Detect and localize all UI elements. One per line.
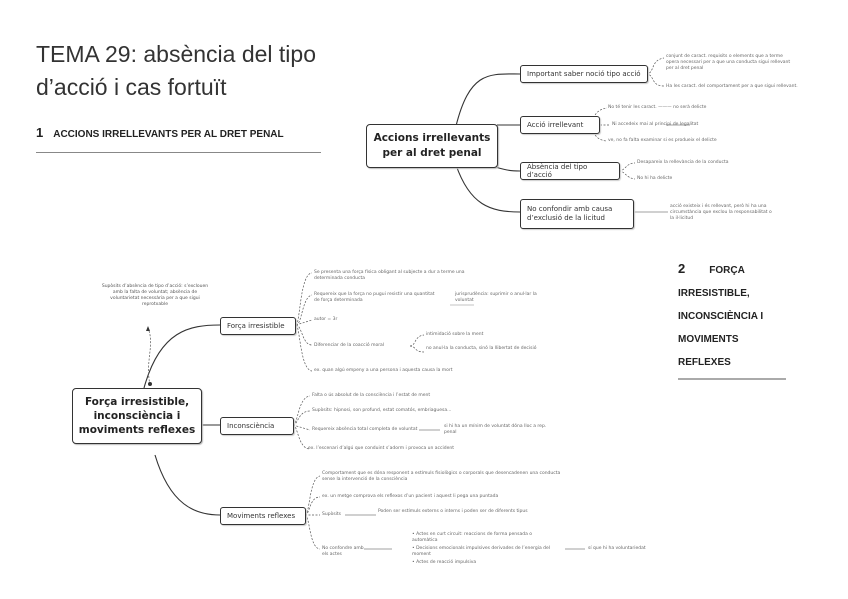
leaf-text: Supòsits [322,512,342,517]
section-divider [678,378,786,380]
mindmap-root-forca-irresistible[interactable]: Força irresistible, inconsciència i movi… [72,388,202,444]
leaf-text: no anul·la la conducta, sinó la lliberta… [426,346,537,351]
leaf-text: Requereix que la força no pugui resistir… [314,292,435,303]
leaf-text: ex. l’escenari d’algú que conduint s’ado… [308,446,454,451]
leaf-text: conjunt de caract. requisits o elements … [666,54,791,71]
branch-moviments-reflexes[interactable]: Moviments reflexes [220,507,306,525]
leaf-text: • Actes de reacció impulsiva [412,560,477,565]
leaf-text: Desapareix la rellevància de la conducta [637,160,729,165]
branch-forca-irresistible[interactable]: Força irresistible [220,317,296,335]
leaf-text: ex. un metge comprova els reflexos d’un … [322,494,499,499]
leaf-text: No hi ha delicte [637,176,673,181]
leaf-text: jurisprudència: suprimir o anul·lar la v… [455,292,537,303]
leaf-text: sí que hi ha voluntariedat [588,546,646,551]
branch-inconsciencia[interactable]: Inconsciència [220,417,294,435]
leaf-text: No confondre amb els actes [322,546,364,557]
note-text: Supòsits d’absència de tipo d’acció: s’e… [101,284,209,307]
leaf-text: • Actes en curt circuit: reaccions de fo… [412,532,533,543]
leaf-text: No té tenir les caract. ——— no serà deli… [608,105,707,110]
leaf-text: acció existeix i és rellevant, però hi h… [670,204,772,221]
section-heading-text: Accions irrellevants per al dret penal [53,129,284,140]
section-1-heading: 1 Accions irrellevants per al dret penal [36,122,321,153]
leaf-text: Se presenta una força física obligant al… [314,270,465,281]
leaf-text: Falta o ús absolut de la consciència i l… [312,393,431,398]
section-number: 2 [678,261,686,276]
leaf-text: ve, no fa falta examinar si es produeix … [608,138,717,143]
leaf-text: ex. quan algú empeny a una persona i aqu… [314,368,453,373]
document-title: TEMA 29: absència del tipo d’acció i cas… [36,41,316,100]
branch-absencia-tipo[interactable]: Absència del tipo d’acció [520,162,620,180]
leaf-text: Requereix absència total completa de vol… [312,427,418,432]
leaf-text: si hi ha un mínim de voluntat dóna lloc … [444,424,547,435]
leaf-text: Supòsits: hipnosi, son profund, estat co… [312,408,452,413]
leaf-text: autor = 3r [314,317,338,322]
branch-accio-irrellevant[interactable]: Acció irrellevant [520,116,600,134]
section-heading-text: Força irresistible, inconsciència i movi… [678,265,764,368]
leaf-text: • Decisions emocionals impulsives deriva… [412,546,551,557]
leaf-text: Ni accedeix mai al principi de legalitat [612,122,699,127]
section-divider [36,152,321,153]
branch-no-confondir[interactable]: No confondir amb causa d’exclusió de la … [520,199,634,229]
leaf-text: Comportament que es dóna responent a est… [322,471,561,482]
branch-important-saber[interactable]: Important saber noció tipo acció [520,65,648,83]
section-2-heading: 2Força irresistible, inconsciència i mov… [678,258,788,380]
leaf-text: Diferenciar de la coacció moral [314,343,385,348]
leaf-text: Poden ser estímuls externs o interns i p… [378,509,528,514]
mindmap-root-accions-irrellevants[interactable]: Accions irrellevants per al dret penal [366,124,498,168]
leaf-text: Ha les caract. del comportament per a qu… [666,84,798,89]
section-number: 1 [36,125,44,140]
leaf-text: intimidació sobre la ment [426,332,484,337]
